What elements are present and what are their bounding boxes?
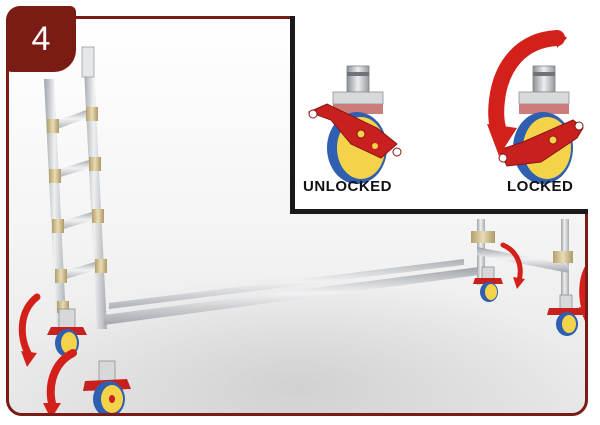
caster-wheel-icon <box>547 295 583 336</box>
ladder-frame <box>44 47 107 339</box>
caster-wheel-icon <box>83 361 131 416</box>
unlocked-label: UNLOCKED <box>303 178 392 195</box>
rotate-arrow-icon <box>21 297 37 367</box>
horizontal-brace <box>104 219 573 325</box>
step-number-badge: 4 <box>6 6 76 72</box>
caster-lock-inset: UNLOCKED LOCKED <box>290 16 588 214</box>
caster-wheel-icon <box>309 66 401 184</box>
rotate-arrow-icon <box>43 353 73 416</box>
step-number: 4 <box>32 22 51 56</box>
locked-label: LOCKED <box>507 178 573 195</box>
caster-wheel-icon <box>47 309 87 357</box>
caster-wheel-icon <box>499 66 583 184</box>
rotate-arrow-icon <box>503 245 525 289</box>
